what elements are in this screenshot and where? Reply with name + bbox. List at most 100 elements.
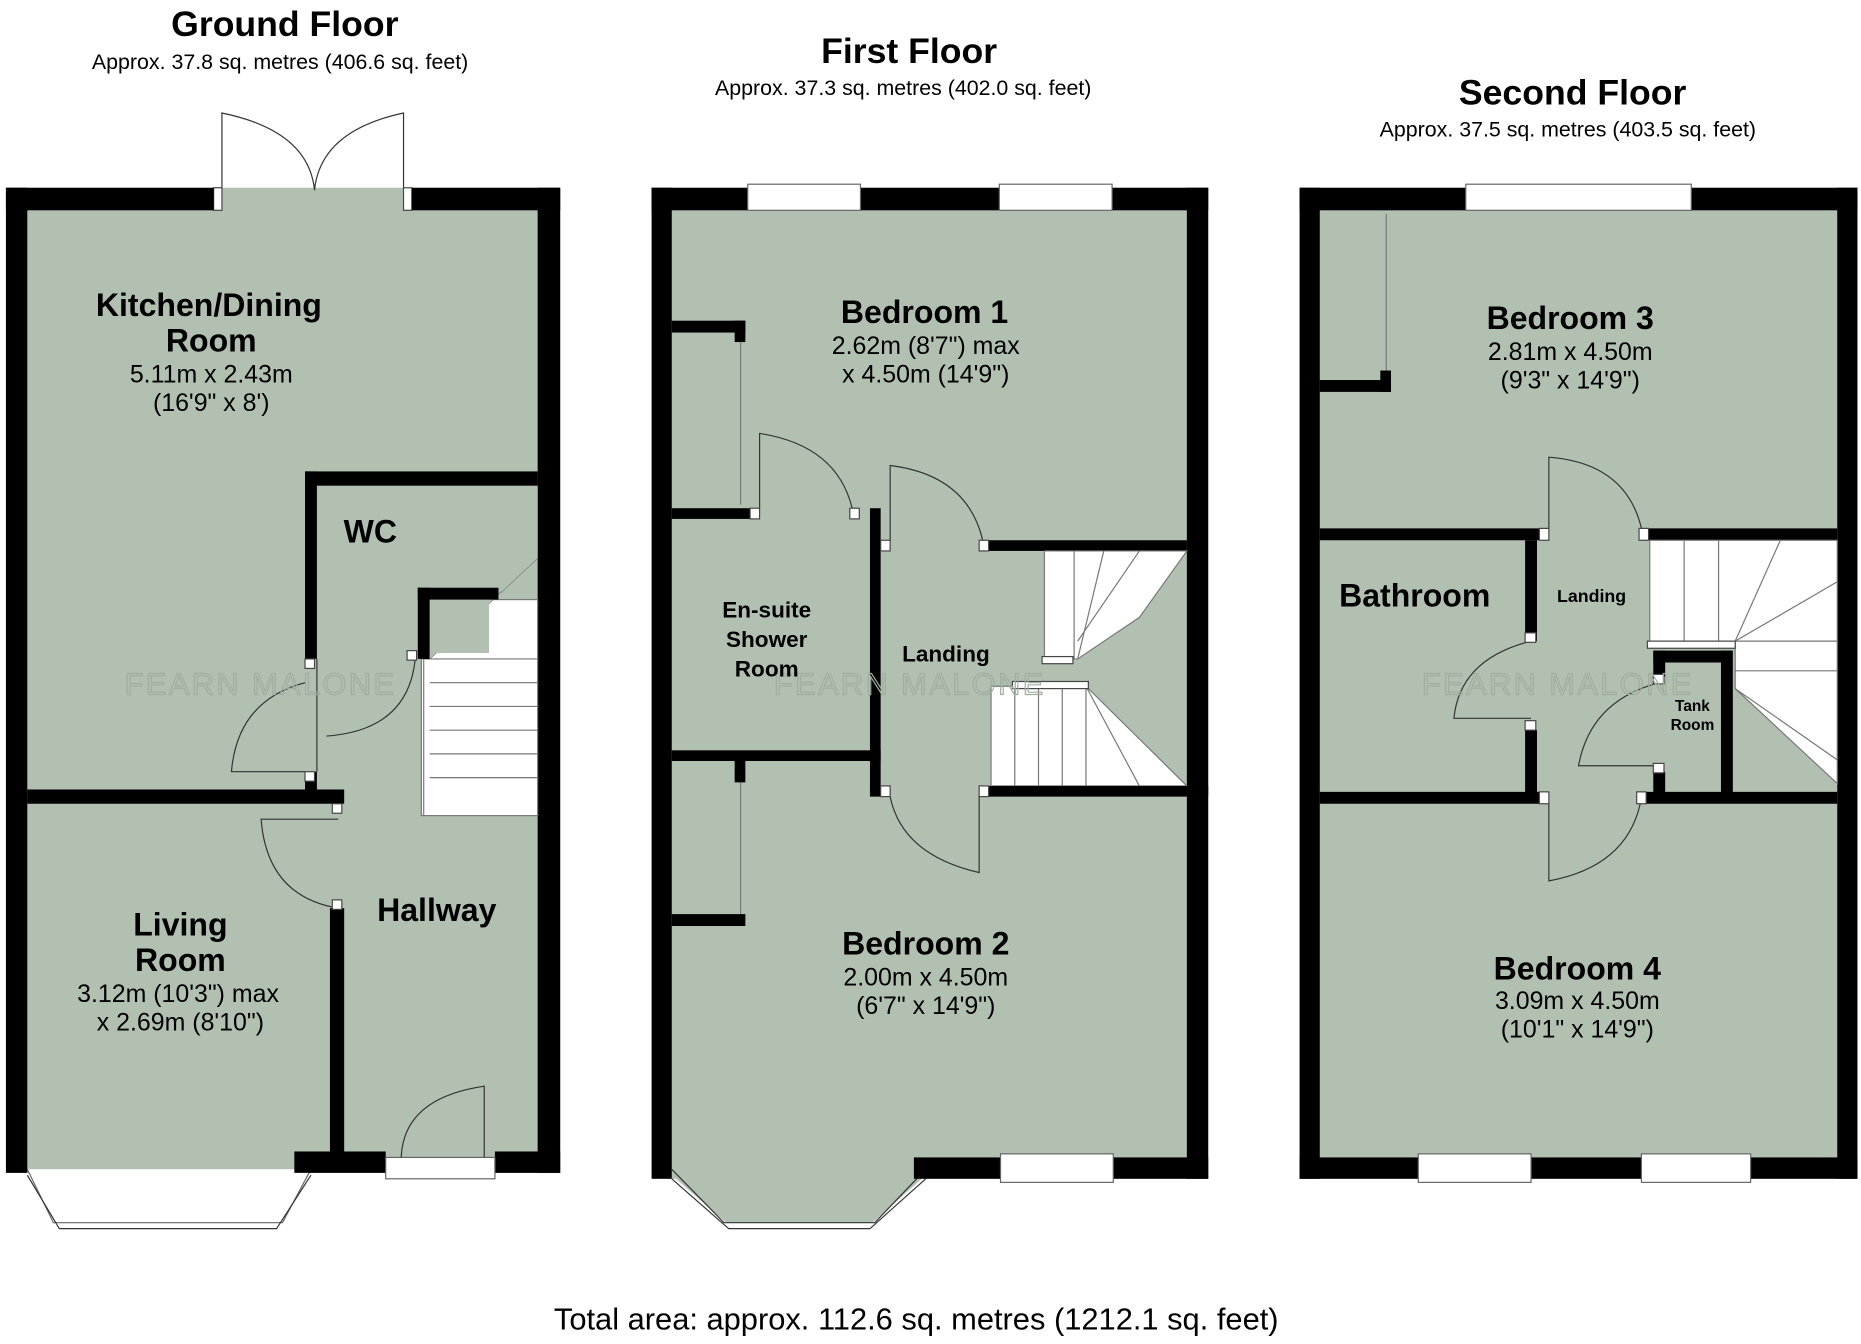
wall <box>417 587 499 600</box>
french-door-left <box>221 112 316 191</box>
door-jamb <box>1652 762 1665 774</box>
wall <box>671 320 746 333</box>
first-floor-area-fill <box>651 187 1209 1179</box>
bay-window <box>26 1169 312 1224</box>
wall <box>1319 380 1392 392</box>
front-door-threshold <box>385 1156 496 1180</box>
door-jamb <box>880 785 891 798</box>
french-door-right <box>313 112 405 191</box>
wall <box>671 914 746 926</box>
bedroom-4-door[interactable] <box>1548 803 1641 882</box>
stair-tread <box>1077 550 1105 660</box>
watermark: FEARN MALONE <box>1422 667 1694 702</box>
door-jamb <box>1538 791 1550 805</box>
bay-window-floor <box>671 1175 926 1223</box>
tank-room-door[interactable] <box>1577 682 1660 767</box>
bedroom-3-label: Bedroom 3 <box>1487 300 1654 336</box>
bathroom-door[interactable] <box>1453 640 1532 719</box>
door-jamb <box>1652 673 1665 685</box>
wall <box>417 587 430 659</box>
wall <box>1525 730 1537 796</box>
bedroom-1-dimensions: 2.62m (8'7") max <box>832 332 1021 360</box>
wall <box>5 187 214 211</box>
bedroom-2-door[interactable] <box>889 796 980 874</box>
ground-floor-area: Approx. 37.8 sq. metres (406.6 sq. feet) <box>92 50 468 74</box>
wall <box>1525 540 1537 642</box>
ground-floor-plan: Ground Floor Approx. 37.8 sq. metres (40… <box>5 4 561 1230</box>
bedroom-1-dimensions-2: x 4.50m (14'9") <box>842 360 1009 388</box>
wall <box>294 1151 386 1173</box>
front-door[interactable] <box>400 1085 485 1158</box>
window <box>747 183 862 211</box>
wall <box>1299 1157 1858 1179</box>
ground-floor-title: Ground Floor <box>171 4 399 44</box>
living-room-dimensions: 3.12m (10'3") max <box>77 980 279 1008</box>
wall <box>537 187 561 1173</box>
hallway-label: Hallway <box>377 892 496 928</box>
window <box>999 1153 1114 1183</box>
stair-tread <box>1085 685 1140 787</box>
wall <box>1837 187 1858 1179</box>
second-floor-title: Second Floor <box>1459 73 1687 113</box>
wall <box>1299 187 1320 1179</box>
wall <box>734 761 746 783</box>
wall <box>1647 528 1838 541</box>
wall <box>27 789 345 804</box>
bedroom-3-door[interactable] <box>1548 456 1643 529</box>
living-room-label: Living <box>133 906 227 942</box>
wall <box>1653 771 1666 796</box>
wall <box>1186 187 1209 1179</box>
staircase-upper <box>1043 550 1189 660</box>
wall <box>1653 650 1732 663</box>
bedroom-1-label: Bedroom 1 <box>841 294 1008 330</box>
bay-window-outline <box>26 1174 312 1230</box>
door-jamb <box>1638 527 1650 541</box>
bedroom-2-dimensions-2: (6'7" x 14'9") <box>856 992 995 1020</box>
bedroom-4-label: Bedroom 4 <box>1494 950 1661 986</box>
landing-label: Landing <box>902 641 990 666</box>
kitchen-label-line2: Room <box>166 323 257 359</box>
bedroom-4-dimensions-2: (10'1" x 14'9") <box>1501 1016 1654 1044</box>
window <box>1465 183 1692 211</box>
bedroom-1-door[interactable] <box>889 464 984 541</box>
wc-door[interactable] <box>326 656 416 737</box>
door-jamb <box>331 803 343 814</box>
wc-label: WC <box>344 514 397 550</box>
door-jamb <box>978 785 990 798</box>
wall <box>1380 370 1392 392</box>
living-room-dimensions-2: x 2.69m (8'10") <box>97 1008 264 1036</box>
wall <box>734 320 746 343</box>
ensuite-door[interactable] <box>758 432 853 509</box>
door-jamb <box>880 539 891 552</box>
door-jamb <box>1636 791 1647 805</box>
wall <box>651 187 672 1179</box>
door-jamb <box>1524 720 1537 731</box>
wall <box>671 750 881 762</box>
wall <box>494 1151 561 1173</box>
bedroom-4-dimensions: 3.09m x 4.50m <box>1495 987 1660 1015</box>
bedroom-2-label: Bedroom 2 <box>842 925 1009 961</box>
tank-room-label: Tank <box>1675 698 1710 715</box>
staircase-upper <box>1649 539 1838 642</box>
bay-window <box>671 1168 927 1224</box>
total-area: Total area: approx. 112.6 sq. metres (12… <box>554 1302 1279 1337</box>
ensuite-label-line2: Shower <box>726 627 808 652</box>
door-jamb <box>331 899 343 910</box>
wall <box>671 508 751 519</box>
second-floor-plan: Second Floor Approx. 37.5 sq. metres (40… <box>1299 73 1858 1183</box>
door-jamb <box>304 658 316 670</box>
ensuite-label: En-suite <box>722 597 811 622</box>
kitchen-dimensions-imperial: (16'9" x 8') <box>153 389 270 417</box>
window <box>1417 1153 1532 1183</box>
staircase-lower <box>1734 640 1838 785</box>
wall <box>1643 791 1838 804</box>
first-floor-plan: First Floor Approx. 37.3 sq. metres (402… <box>651 31 1209 1230</box>
living-room-door[interactable] <box>260 818 339 909</box>
door-jamb <box>213 187 223 211</box>
wall <box>988 785 1209 797</box>
door-jamb <box>304 771 316 782</box>
bathroom-label: Bathroom <box>1339 578 1490 614</box>
door-jamb <box>978 539 990 552</box>
watermark: FEARN MALONE <box>125 667 397 702</box>
kitchen-door[interactable] <box>230 682 306 773</box>
